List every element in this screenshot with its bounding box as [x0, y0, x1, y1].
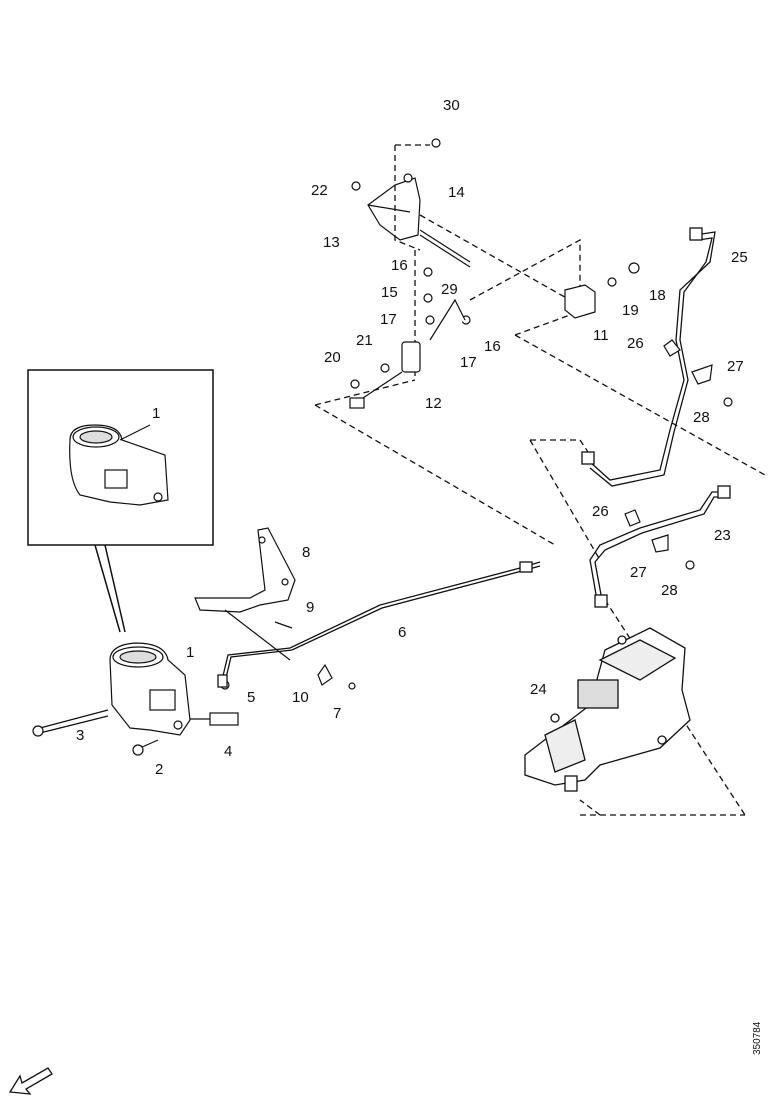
- inset-throttle-body: [69, 424, 169, 506]
- callout-10: 10: [292, 689, 309, 706]
- callout-15: 15: [381, 284, 398, 301]
- callout-3: 3: [76, 727, 85, 744]
- callout-26-upper: 26: [627, 335, 644, 352]
- callout-26-lower: 26: [592, 503, 609, 520]
- callout-16-upper: 16: [391, 257, 408, 274]
- tube-25: [581, 227, 716, 487]
- callout-9: 9: [306, 599, 315, 616]
- callout-16-right: 16: [484, 338, 501, 355]
- callout-22: 22: [311, 182, 328, 199]
- callout-13: 13: [323, 234, 340, 251]
- callout-11: 11: [593, 327, 609, 344]
- bracket-8: [194, 527, 296, 661]
- callout-24: 24: [530, 681, 547, 698]
- clip-26-27-lower: [624, 509, 695, 570]
- callout-28-lower: 28: [661, 582, 678, 599]
- callout-25: 25: [731, 249, 748, 266]
- callout-27-lower: 27: [630, 564, 647, 581]
- block-11: [564, 284, 596, 319]
- callout-1: 1: [186, 644, 195, 661]
- callout-23: 23: [714, 527, 731, 544]
- inset-detail-box: [27, 369, 214, 633]
- callout-19: 19: [622, 302, 639, 319]
- tube-23: [589, 485, 731, 608]
- callout-7: 7: [333, 705, 342, 722]
- callout-18: 18: [649, 287, 666, 304]
- bolt-9: [274, 621, 293, 629]
- callout-27-upper: 27: [727, 358, 744, 375]
- callout-29: 29: [441, 281, 458, 298]
- direction-arrow: [8, 1067, 53, 1095]
- callout-5: 5: [247, 689, 256, 706]
- dashed-leaders: [314, 144, 766, 816]
- callout-1-inset: 1: [152, 405, 161, 422]
- callout-28-upper: 28: [693, 409, 710, 426]
- callout-2: 2: [155, 761, 164, 778]
- callout-14: 14: [448, 184, 465, 201]
- pump-24: [524, 627, 691, 792]
- callout-30: 30: [443, 97, 460, 114]
- callout-21: 21: [356, 332, 373, 349]
- sensor-12: [349, 341, 421, 409]
- throttle-body: [109, 642, 191, 736]
- callout-20: 20: [324, 349, 341, 366]
- clip-10: [317, 663, 356, 690]
- callout-4: 4: [224, 743, 233, 760]
- bolt-2: [132, 739, 159, 756]
- callout-12: 12: [425, 395, 442, 412]
- bracket-14: [351, 173, 421, 241]
- bolt-29: [419, 229, 471, 268]
- callout-17-right: 17: [460, 354, 477, 371]
- clip-26-27-upper: [663, 339, 733, 407]
- callout-17-left: 17: [380, 311, 397, 328]
- callout-8: 8: [302, 544, 311, 561]
- small-hardware: [350, 262, 640, 389]
- callout-6: 6: [398, 624, 407, 641]
- reference-code: 350784: [752, 1021, 763, 1055]
- bolt-3: [32, 709, 109, 737]
- tube-6: [217, 561, 541, 688]
- sensor-4: [190, 680, 239, 726]
